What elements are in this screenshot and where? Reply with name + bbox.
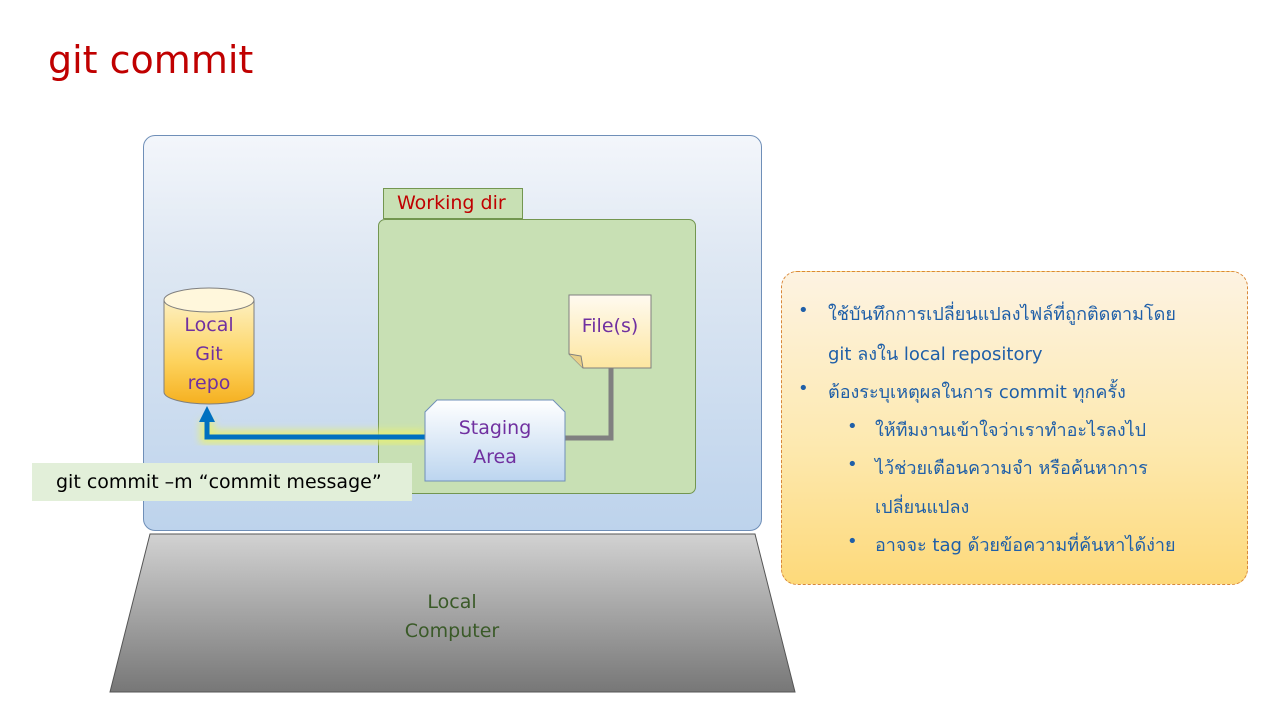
repo-line1: Local (184, 314, 234, 336)
working-dir-tab: Working dir (383, 188, 523, 219)
computer-label-line1: Local (427, 591, 477, 613)
local-git-repo-label: Local Git repo (163, 311, 255, 398)
repo-line2: Git (195, 343, 223, 365)
note-subitem-2-line2: เปลี่ยนแปลง (875, 497, 970, 518)
staging-area-label: Staging Area (425, 414, 565, 472)
note-subitem-3: อาจจะ tag ด้วยข้อความที่ค้นหาได้ง่าย (875, 535, 1176, 556)
bullet-icon: • (847, 531, 858, 552)
slide-title: git commit (48, 38, 254, 82)
note-subitem-1: ให้ทีมงานเข้าใจว่าเราทำอะไรลงไป (875, 420, 1147, 441)
note-item-1-line2: git ลงใน local repository (828, 344, 1043, 365)
note-subitem-2-line1: ไว้ช่วยเตือนความจำ หรือค้นหาการ (875, 458, 1148, 479)
staging-line1: Staging (458, 417, 532, 439)
notes-box (781, 271, 1248, 585)
computer-label-line2: Computer (404, 620, 500, 642)
note-item-1-line1: ใช้บันทึกการเปลี่ยนแปลงไฟล์ที่ถูกติดตามโ… (828, 304, 1176, 325)
bullet-icon: • (847, 416, 858, 437)
git-commit-command: git commit –m “commit message” (32, 463, 412, 501)
bullet-icon: • (798, 378, 809, 399)
repo-line3: repo (187, 372, 231, 394)
bullet-icon: • (798, 300, 809, 321)
bullet-icon: • (847, 454, 858, 475)
file-label: File(s) (581, 315, 639, 337)
note-item-2: ต้องระบุเหตุผลในการ commit ทุกครั้ง (828, 382, 1126, 403)
staging-line2: Area (473, 446, 517, 468)
computer-label: Local Computer (352, 588, 552, 646)
computer-base-shape (109, 533, 796, 693)
